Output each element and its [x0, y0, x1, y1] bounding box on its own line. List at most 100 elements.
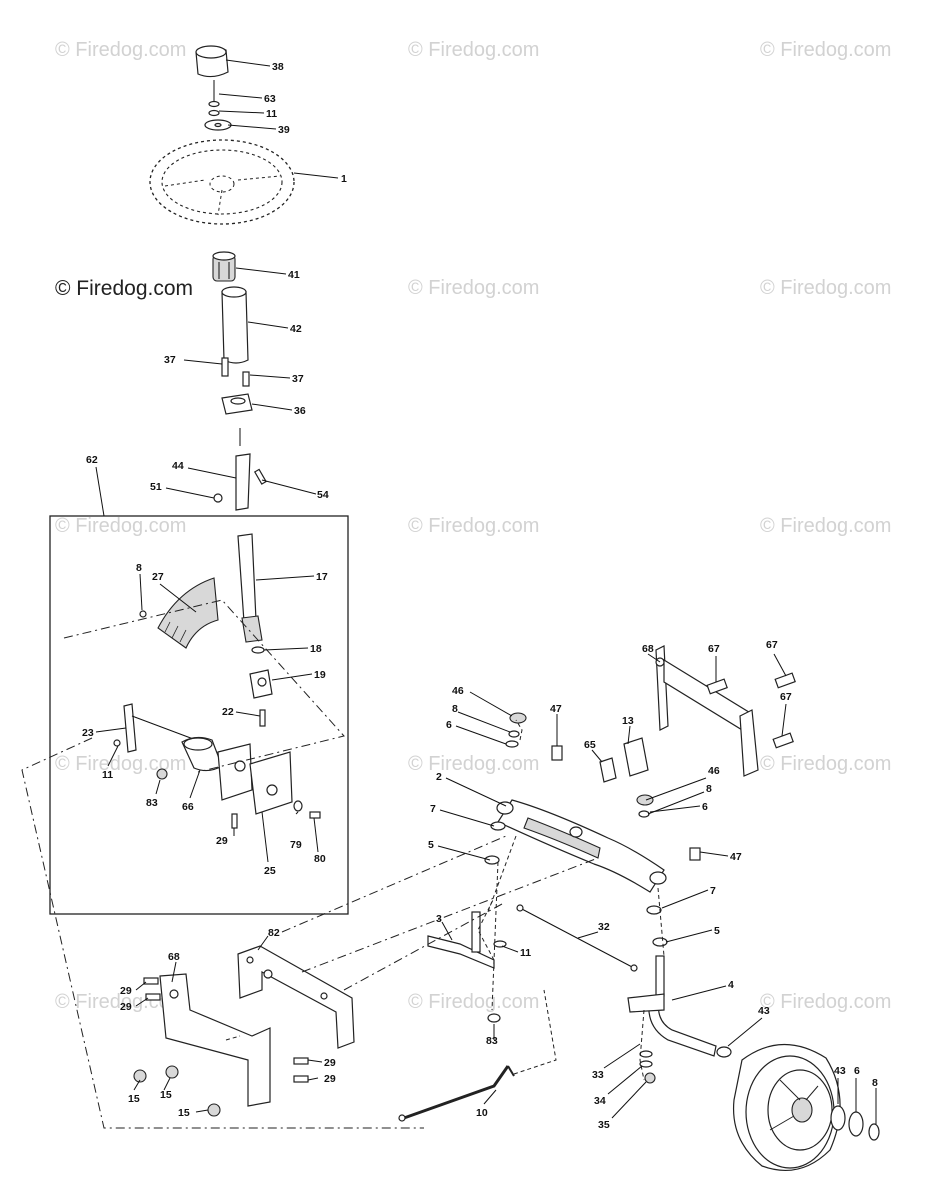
- callout-label: 44: [172, 460, 184, 472]
- leader-lines: [95, 59, 877, 1124]
- callout-label: 39: [278, 124, 290, 136]
- watermark-text: © Firedog.com: [408, 39, 539, 61]
- right-spindle-part: [627, 955, 732, 1084]
- callout-label: 42: [290, 323, 302, 335]
- callout-label: 51: [150, 481, 162, 493]
- steering-shaft-part: [213, 453, 267, 511]
- callout-label: 15: [160, 1089, 172, 1101]
- steering-washer-part: [204, 119, 232, 131]
- watermark-text: © Firedog.com: [408, 515, 539, 537]
- callout-label: 63: [264, 93, 276, 105]
- callout-label: 62: [86, 454, 98, 466]
- callout-label: 23: [82, 727, 94, 739]
- callout-label: 6: [702, 801, 708, 813]
- callout-label: 83: [146, 797, 158, 809]
- callout-label: 25: [264, 865, 276, 877]
- callout-label: 10: [476, 1107, 488, 1119]
- callout-label: 46: [452, 685, 464, 697]
- front-wheel-part: [732, 1043, 880, 1172]
- frame-bracket-part: [237, 945, 355, 1049]
- callout-label: 43: [758, 1005, 770, 1017]
- callout-label: 33: [592, 1069, 604, 1081]
- callout-label: 35: [598, 1119, 610, 1131]
- callout-label: 15: [128, 1093, 140, 1105]
- callout-label: 67: [766, 639, 778, 651]
- callout-label: 6: [854, 1065, 860, 1077]
- watermark-text: © Firedog.com: [408, 991, 539, 1013]
- callout-label: 83: [486, 1035, 498, 1047]
- callout-label: 3: [436, 913, 442, 925]
- steering-mount-plate-part: [133, 973, 309, 1117]
- callout-label: 8: [452, 703, 458, 715]
- callout-label: 29: [324, 1073, 336, 1085]
- steering-spacer-part: [181, 736, 223, 772]
- callout-label: 19: [314, 669, 326, 681]
- callout-label: 67: [780, 691, 792, 703]
- steering-column-tube-part: [221, 286, 249, 364]
- exploded-view-line: [63, 599, 345, 773]
- left-spindle-part: [427, 911, 507, 1023]
- callout-label: 15: [178, 1107, 190, 1119]
- callout-label: 11: [266, 108, 277, 120]
- inset-box-62: [49, 466, 349, 915]
- support-bracket-part: [217, 743, 321, 829]
- callout-label: 43: [834, 1065, 846, 1077]
- tie-rod-part: [398, 1065, 515, 1122]
- callout-label: 82: [268, 927, 280, 939]
- callout-label: 27: [152, 571, 164, 583]
- callout-label: 79: [290, 839, 302, 851]
- watermark-text: © Firedog.com: [760, 753, 891, 775]
- callout-label: 7: [430, 803, 436, 815]
- callout-label: 7: [710, 885, 716, 897]
- steering-bracket-part: [113, 703, 197, 780]
- axle-hardware-part: [484, 712, 701, 947]
- callout-label: 6: [446, 719, 452, 731]
- callout-label: 18: [310, 643, 322, 655]
- steering-wheel-part: [149, 139, 295, 225]
- callout-label: 29: [120, 985, 132, 997]
- callout-label: 67: [708, 643, 720, 655]
- watermark-text: © Firedog.com: [760, 39, 891, 61]
- watermark-text: © Firedog.com: [760, 515, 891, 537]
- axle-support-bracket-part: [655, 645, 796, 777]
- callout-label: 2: [436, 771, 442, 783]
- drag-link-part: [516, 904, 638, 972]
- callout-label: 29: [216, 835, 228, 847]
- callout-label: 1: [341, 173, 347, 185]
- watermark-text: © Firedog.com: [408, 753, 539, 775]
- callout-label: 37: [164, 354, 176, 366]
- callout-label: 46: [708, 765, 720, 777]
- callout-label: 47: [550, 703, 562, 715]
- callout-label: 54: [317, 489, 329, 501]
- callout-label: 65: [584, 739, 596, 751]
- callout-label: 36: [294, 405, 306, 417]
- callout-label: 13: [622, 715, 634, 727]
- callout-label: 8: [706, 783, 712, 795]
- callout-label: 47: [730, 851, 742, 863]
- assembly-dashed-lines: [21, 719, 665, 1129]
- callout-label: 17: [316, 571, 328, 583]
- column-bushing-part: [221, 393, 253, 415]
- callout-label: 41: [288, 269, 300, 281]
- watermark-layer: © Firedog.com © Firedog.com © Firedog.co…: [55, 39, 891, 1013]
- callout-labels: 38 63 11 39 1 41 42 37 37 36 44 51 54 62…: [82, 61, 878, 1131]
- callout-label: 66: [182, 801, 194, 813]
- callout-label: 29: [120, 1001, 132, 1013]
- callout-label: 68: [642, 643, 654, 655]
- watermark-text: © Firedog.com: [55, 39, 186, 61]
- callout-label: 11: [102, 769, 113, 781]
- callout-label: 4: [728, 979, 734, 991]
- steering-cap-part: [195, 45, 229, 78]
- pinion-bushing-part: [249, 646, 273, 727]
- callout-label: 8: [872, 1077, 878, 1089]
- callout-label: 29: [324, 1057, 336, 1069]
- callout-label: 8: [136, 562, 142, 574]
- callout-label: 68: [168, 951, 180, 963]
- sector-gear-part: [139, 577, 219, 649]
- watermark-text: © Firedog.com: [55, 753, 186, 775]
- callout-label: 11: [520, 947, 531, 959]
- callout-label: 32: [598, 921, 610, 933]
- column-bolts-part: [221, 357, 250, 387]
- watermark-main-text: © Firedog.com: [55, 277, 193, 300]
